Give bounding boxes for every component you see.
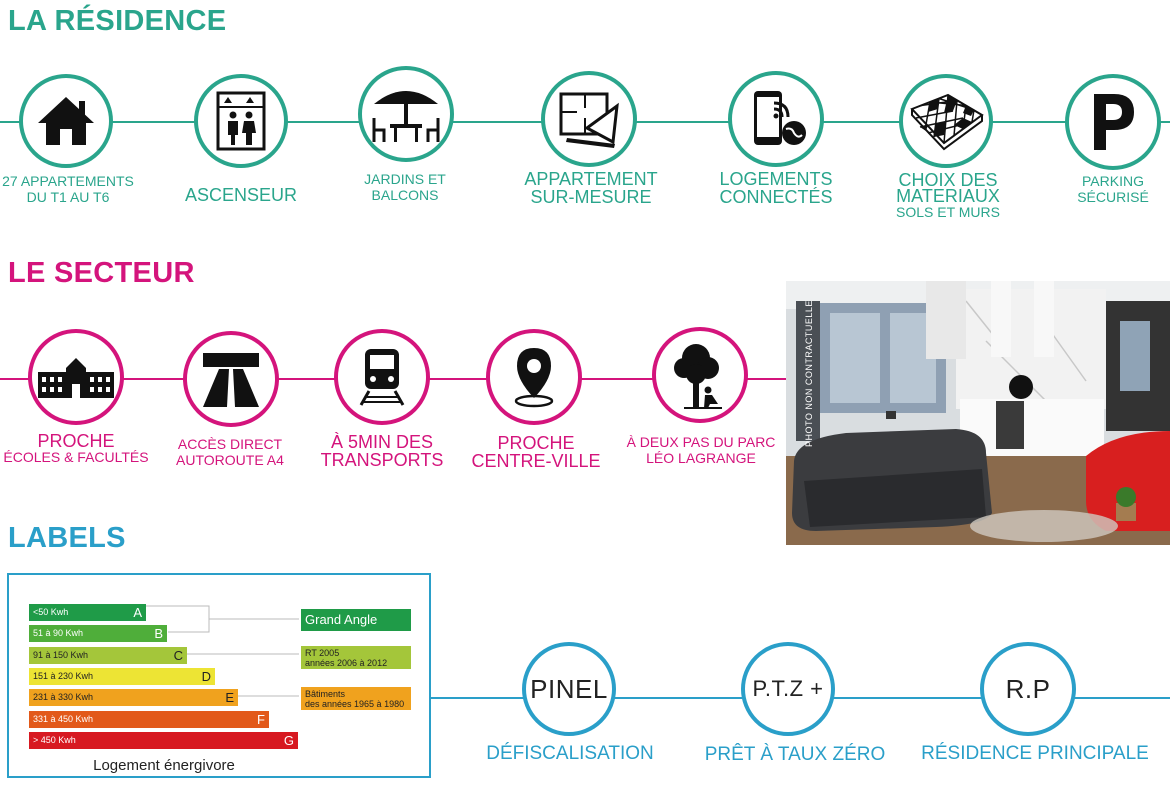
energy-footer: Logement énergivore	[93, 757, 235, 774]
floor-plan-icon	[559, 92, 619, 148]
patio-umbrella-icon	[372, 91, 440, 142]
photo-disclaimer: PHOTO NON CONTRACTUELLE	[804, 300, 814, 447]
residence-custom-circle	[541, 71, 637, 167]
residence-elevator-label: ASCENSEUR	[184, 185, 298, 205]
map-pin-icon	[514, 348, 554, 408]
residence-parking-circle	[1065, 74, 1161, 170]
labels-heading: LABELS	[8, 522, 126, 554]
interior-photo: PHOTO NON CONTRACTUELLE	[786, 281, 1170, 545]
secteur-school-circle	[28, 329, 124, 425]
residence-heading: LA RÉSIDENCE	[8, 5, 227, 37]
secteur-highway-circle	[183, 331, 279, 427]
rp-badge: R.P	[980, 642, 1076, 736]
house-icon	[38, 97, 94, 145]
pinel-caption: DÉFISCALISATION	[486, 743, 654, 764]
energy-ref-grand-angle: Grand Angle	[301, 609, 411, 631]
secteur-transport-circle	[334, 329, 430, 425]
train-icon	[359, 349, 405, 406]
ptz-caption: PRÊT À TAUX ZÉRO	[704, 744, 886, 765]
secteur-heading: LE SECTEUR	[8, 257, 195, 289]
residence-apartments-circle	[19, 74, 113, 168]
living-room-image	[786, 281, 1170, 545]
rp-caption: RÉSIDENCE PRINCIPALE	[921, 743, 1149, 764]
highway-icon	[203, 353, 259, 407]
secteur-center-circle	[486, 329, 582, 425]
parking-icon	[1094, 94, 1134, 150]
elevator-icon	[216, 91, 266, 151]
smartphone-wifi-icon	[754, 91, 806, 145]
school-icon	[38, 358, 114, 398]
secteur-park-circle	[652, 327, 748, 423]
residence-materials-circle	[899, 74, 993, 168]
ptz-badge: P.T.Z +	[741, 642, 835, 736]
residence-garden-circle	[358, 66, 454, 162]
pinel-badge: PINEL	[522, 642, 616, 736]
residence-elevator-circle	[194, 74, 288, 168]
tiles-icon	[910, 93, 984, 151]
energy-bracket-lines	[145, 605, 299, 697]
residence-connected-circle	[728, 71, 824, 167]
park-tree-icon	[674, 344, 722, 409]
